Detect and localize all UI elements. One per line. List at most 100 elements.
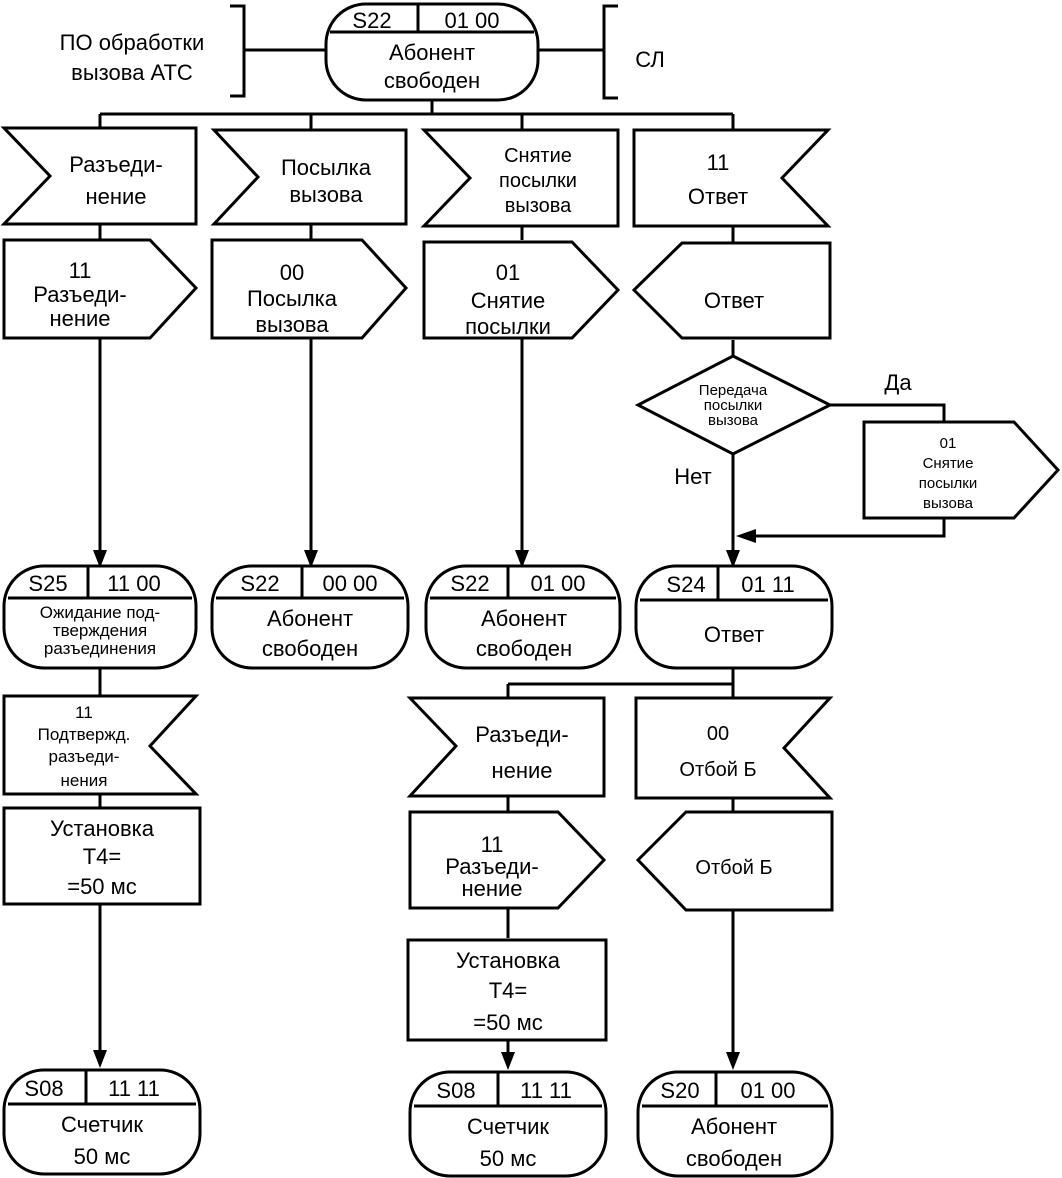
- output-text: посылки: [465, 314, 551, 339]
- po-label-line: ПО обработки: [60, 30, 205, 55]
- arrow-head-2: [304, 550, 318, 568]
- input-text: Ответ: [688, 184, 748, 209]
- output-call-remove-2[interactable]: 01 Снятие посылки вызова: [862, 420, 1061, 520]
- yes-path: [830, 403, 946, 422]
- state-id: S25: [28, 571, 67, 596]
- state-id: S22: [352, 8, 391, 33]
- state-id: S22: [450, 571, 489, 596]
- output-call-send[interactable]: 00 Посылка вызова: [210, 238, 409, 340]
- input-call-remove[interactable]: Снятие посылки вызова: [420, 128, 620, 228]
- input-text: 00: [707, 723, 729, 745]
- state-top[interactable]: S22 01 00 Абонент свободен: [324, 2, 540, 102]
- output-text: 01: [496, 260, 520, 285]
- input-answer[interactable]: 11 Ответ: [632, 128, 832, 228]
- input-text: посылки: [499, 170, 577, 192]
- state-id: S20: [660, 1078, 699, 1103]
- decision-text: вызова: [708, 412, 759, 429]
- output-call-remove[interactable]: 01 Снятие посылки: [422, 240, 621, 340]
- state-text: свободен: [476, 636, 572, 661]
- state-code: 00 00: [322, 571, 377, 596]
- input-hangup-b[interactable]: 00 Отбой Б: [634, 696, 834, 800]
- input-text: нение: [491, 758, 552, 783]
- return-path: [752, 518, 946, 538]
- input-text: 11: [75, 703, 93, 722]
- state-s08-a[interactable]: S08 11 11 Счетчик 50 мс: [2, 1068, 202, 1176]
- output-hangup-b[interactable]: Отбой Б: [635, 810, 834, 912]
- state-id: S22: [240, 571, 279, 596]
- state-s22-a[interactable]: S22 00 00 Абонент свободен: [210, 564, 410, 670]
- output-text: 11: [69, 258, 92, 283]
- decision-text: Передача: [699, 382, 768, 399]
- no-label: Нет: [674, 464, 711, 489]
- task-text: T4=: [83, 844, 122, 869]
- input-text: 11: [707, 150, 730, 175]
- output-text: 01: [940, 435, 957, 452]
- input-text: Разъеди-: [69, 152, 163, 177]
- output-answer[interactable]: Ответ: [631, 241, 832, 340]
- output-disconnect-2[interactable]: 11 Разъеди- нение: [408, 810, 607, 910]
- output-text: Посылка: [247, 286, 338, 311]
- state-text: свободен: [686, 1146, 782, 1171]
- output-text: Разъеди-: [33, 282, 127, 307]
- task-text: Установка: [50, 816, 155, 841]
- input-text: разъеди-: [49, 747, 120, 766]
- arrow-head-return: [736, 529, 756, 543]
- state-code: 01 00: [530, 571, 585, 596]
- state-text: свободен: [384, 68, 480, 93]
- input-text: Отбой Б: [679, 759, 756, 781]
- state-text: разъединения: [44, 639, 156, 658]
- connectors: [93, 4, 946, 1070]
- state-s25[interactable]: S25 11 00 Ожидание под- тверждения разъе…: [2, 564, 198, 670]
- state-text: Абонент: [481, 606, 567, 631]
- input-disconnect[interactable]: Разъеди- нение: [0, 126, 198, 226]
- input-text: нения: [61, 771, 108, 790]
- input-disconnect-2[interactable]: Разъеди- нение: [406, 696, 606, 798]
- state-code: 11 11: [108, 1076, 160, 1101]
- output-text: нение: [461, 876, 522, 901]
- task-set-t4-2[interactable]: Установка T4= =50 мс: [406, 938, 608, 1042]
- state-code: 11 11: [520, 1078, 572, 1103]
- state-text: тверждения: [53, 621, 147, 640]
- output-text: посылки: [919, 475, 977, 492]
- sl-label: СЛ: [635, 47, 665, 72]
- arrow-head-1: [93, 550, 107, 568]
- state-code: 01 00: [444, 8, 499, 33]
- decision-call-transfer[interactable]: Передача посылки вызова: [634, 354, 834, 456]
- output-text: Снятие: [471, 288, 546, 313]
- right-bracket: [602, 4, 618, 100]
- state-code: 11 00: [107, 571, 160, 596]
- output-text: нение: [49, 306, 110, 331]
- decision-text: посылки: [704, 397, 762, 414]
- state-id: S24: [666, 572, 705, 597]
- yes-label: Да: [884, 370, 912, 395]
- state-s24[interactable]: S24 01 11 Ответ: [634, 564, 834, 670]
- state-text: Ответ: [704, 622, 764, 647]
- state-text: Счетчик: [61, 1112, 143, 1137]
- left-bracket: [230, 4, 246, 98]
- state-s20[interactable]: S20 01 00 Абонент свободен: [636, 1070, 834, 1178]
- task-text: =50 мс: [473, 1010, 543, 1035]
- input-disconnect-confirm[interactable]: 11 Подтвержд. разъеди- нения: [2, 694, 200, 796]
- output-text: Разъеди-: [445, 854, 539, 879]
- task-set-t4[interactable]: Установка T4= =50 мс: [2, 806, 202, 906]
- output-text: 00: [280, 260, 304, 285]
- state-s22-b[interactable]: S22 01 00 Абонент свободен: [424, 564, 622, 670]
- input-text: вызова: [289, 182, 363, 207]
- task-text: T4=: [489, 978, 528, 1003]
- state-text: 50 мс: [74, 1144, 131, 1169]
- arrow-head-3: [515, 550, 529, 568]
- input-text: нение: [85, 184, 146, 209]
- arrow-head-7: [726, 1052, 740, 1070]
- state-s08-b[interactable]: S08 11 11 Счетчик 50 мс: [408, 1070, 608, 1178]
- input-text: Разъеди-: [475, 722, 569, 747]
- input-text: Посылка: [281, 155, 372, 180]
- task-text: Установка: [456, 948, 561, 973]
- output-disconnect[interactable]: 11 Разъеди- нение: [2, 238, 199, 340]
- input-call-send[interactable]: Посылка вызова: [210, 128, 408, 226]
- output-text: Ответ: [704, 288, 764, 313]
- state-text: Ожидание под-: [40, 603, 160, 622]
- output-text: вызова: [255, 312, 329, 337]
- arrow-head-4: [726, 550, 740, 568]
- po-label-line: вызова АТС: [71, 60, 193, 85]
